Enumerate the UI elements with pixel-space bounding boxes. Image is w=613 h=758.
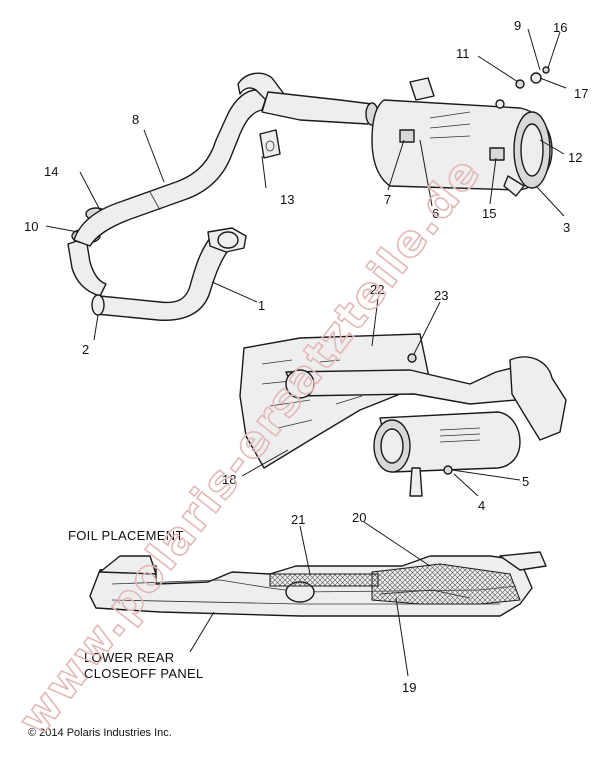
callout-9: 9: [514, 18, 521, 33]
callout-23: 23: [434, 288, 448, 303]
callout-8: 8: [132, 112, 139, 127]
callout-11: 11: [456, 46, 470, 61]
callout-6: 6: [432, 206, 439, 221]
callout-1: 1: [258, 298, 265, 313]
callout-2: 2: [82, 342, 89, 357]
callout-4: 4: [478, 498, 485, 513]
lower-rear-closeoff-panel: [89, 551, 547, 617]
callout-13: 13: [280, 192, 294, 207]
lower-rear-label-line2: CLOSEOFF PANEL: [84, 666, 204, 681]
callout-22: 22: [370, 282, 384, 297]
leader-lines: [45, 28, 567, 677]
callout-16: 16: [553, 20, 567, 35]
callout-numbers: 1 2 3 4 5 6 7 8 9 10 11 12 13 14 15 16 1…: [24, 18, 588, 695]
callout-21: 21: [291, 512, 305, 527]
callout-15: 15: [482, 206, 496, 221]
callout-5: 5: [522, 474, 529, 489]
callout-10: 10: [24, 219, 38, 234]
foil-placement-label: FOIL PLACEMENT: [68, 528, 184, 543]
callout-3: 3: [563, 220, 570, 235]
callout-17: 17: [574, 86, 588, 101]
callout-19: 19: [402, 680, 416, 695]
exhaust-pipe-assembly: [67, 66, 553, 321]
lower-rear-label-line1: LOWER REAR: [84, 650, 174, 665]
heat-shield-assembly: [239, 333, 567, 497]
callout-20: 20: [352, 510, 366, 525]
callout-7: 7: [384, 192, 391, 207]
callout-18: 18: [222, 472, 236, 487]
copyright-text: © 2014 Polaris Industries Inc.: [28, 727, 172, 739]
callout-14: 14: [44, 164, 58, 179]
callout-12: 12: [568, 150, 582, 165]
